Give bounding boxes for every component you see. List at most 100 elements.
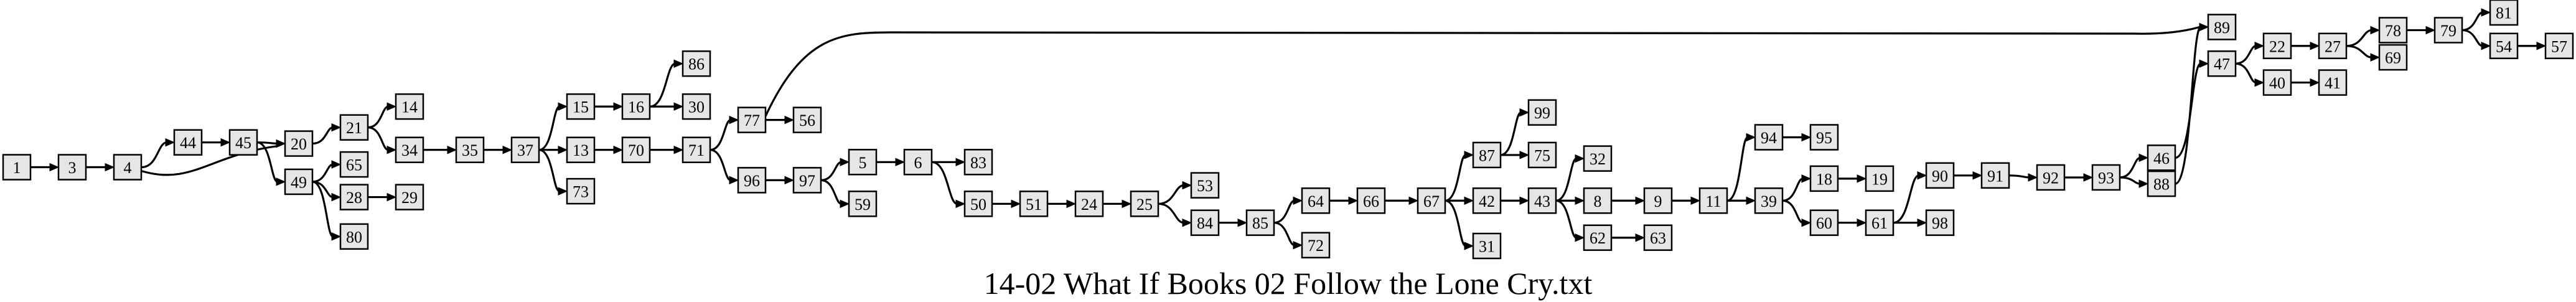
node-label: 35 (462, 141, 478, 159)
node-box (1809, 124, 1839, 151)
node-label: 62 (1590, 229, 1606, 247)
edge-16-86 (649, 59, 684, 108)
edge-51-24 (1047, 199, 1077, 209)
node-label: 59 (855, 196, 871, 214)
edge-25-53 (1158, 181, 1192, 205)
edge-25-84 (1158, 202, 1192, 227)
node-box (1698, 187, 1728, 214)
edge-42-43 (1500, 196, 1530, 205)
node-box (566, 136, 596, 163)
node-1: 1 (2, 154, 32, 181)
edge-67-31 (1445, 199, 1474, 250)
node-21: 21 (339, 114, 369, 141)
node-label: 18 (1816, 170, 1832, 188)
edge-62-63 (1611, 233, 1646, 242)
node-label: 51 (1026, 196, 1042, 214)
edge-9-11 (1671, 196, 1701, 205)
node-label: 87 (1479, 146, 1495, 164)
node-label: 66 (1363, 192, 1379, 210)
node-39: 39 (1754, 187, 1784, 214)
node-box (1643, 187, 1673, 214)
node-11: 11 (1698, 187, 1728, 214)
edge-5-6 (876, 158, 906, 167)
node-89: 89 (2207, 14, 2237, 40)
node-label: 53 (1197, 177, 1213, 195)
node-label: 67 (1423, 192, 1440, 210)
edge-88-89 (2175, 22, 2209, 185)
edge-85-64 (1273, 196, 1303, 224)
node-box (2262, 69, 2292, 96)
node-64: 64 (1301, 187, 1331, 214)
node-34: 34 (395, 136, 424, 163)
edge-15-16 (594, 102, 624, 111)
node-99: 99 (1527, 99, 1557, 126)
node-51: 51 (1019, 191, 1049, 217)
node-label: 47 (2214, 55, 2230, 73)
node-label: 1 (13, 159, 21, 177)
edge-13-70 (594, 145, 624, 154)
node-54: 54 (2489, 32, 2519, 60)
node-label: 95 (1816, 129, 1832, 147)
edge-47-22 (2235, 41, 2265, 65)
node-box (1643, 224, 1673, 251)
node-box (395, 184, 424, 210)
node-19: 19 (1865, 165, 1895, 192)
node-label: 88 (2153, 176, 2170, 194)
edge-91-92 (2008, 173, 2038, 182)
edge-97-5 (820, 158, 850, 181)
node-label: 77 (744, 111, 760, 130)
node-73: 73 (566, 177, 596, 205)
node-box (1472, 232, 1502, 260)
node-label: 16 (628, 98, 644, 116)
node-86: 86 (681, 50, 711, 77)
node-85: 85 (1245, 209, 1275, 236)
node-label: 32 (1590, 150, 1606, 168)
node-47: 47 (2207, 50, 2237, 77)
node-box (2262, 32, 2292, 60)
node-box (1190, 172, 1220, 199)
node-label: 30 (688, 98, 705, 116)
edge-71-96 (710, 149, 739, 185)
node-box (395, 93, 424, 120)
node-box (1417, 187, 1446, 214)
node-label: 75 (1534, 146, 1550, 164)
edge-39-60 (1782, 199, 1812, 227)
node-label: 25 (1136, 196, 1153, 214)
node-box (963, 149, 993, 176)
node-box (2489, 0, 2519, 26)
node-box (1019, 191, 1049, 217)
node-45: 45 (228, 129, 258, 156)
edge-93-46 (2119, 153, 2149, 179)
node-label: 44 (180, 134, 196, 152)
node-box (681, 93, 711, 120)
node-box (1583, 224, 1613, 251)
node-label: 83 (970, 154, 986, 172)
edge-85-72 (1273, 222, 1303, 250)
node-22: 22 (2262, 32, 2292, 60)
node-label: 64 (1308, 192, 1324, 210)
node-label: 6 (914, 154, 922, 172)
node-label: 21 (346, 119, 362, 137)
node-6: 6 (903, 149, 933, 176)
node-box (2207, 14, 2237, 40)
node-label: 56 (799, 111, 815, 130)
node-label: 73 (573, 183, 589, 201)
node-30: 30 (681, 93, 711, 120)
edge-90-91 (1954, 171, 1983, 180)
node-box (455, 136, 485, 163)
node-box (1809, 165, 1839, 192)
node-label: 54 (2496, 37, 2512, 55)
edge-77-56 (766, 115, 795, 125)
edge-79-54 (2461, 29, 2491, 50)
node-53: 53 (1190, 172, 1220, 199)
node-60: 60 (1809, 209, 1839, 236)
node-box (2378, 17, 2408, 44)
node-box (1980, 162, 2010, 189)
node-label: 43 (1534, 192, 1550, 210)
node-79: 79 (2433, 17, 2463, 44)
node-71: 71 (681, 136, 711, 163)
edge-35-37 (483, 145, 513, 154)
edge-37-73 (538, 149, 568, 196)
edge-27-69 (2346, 45, 2381, 62)
